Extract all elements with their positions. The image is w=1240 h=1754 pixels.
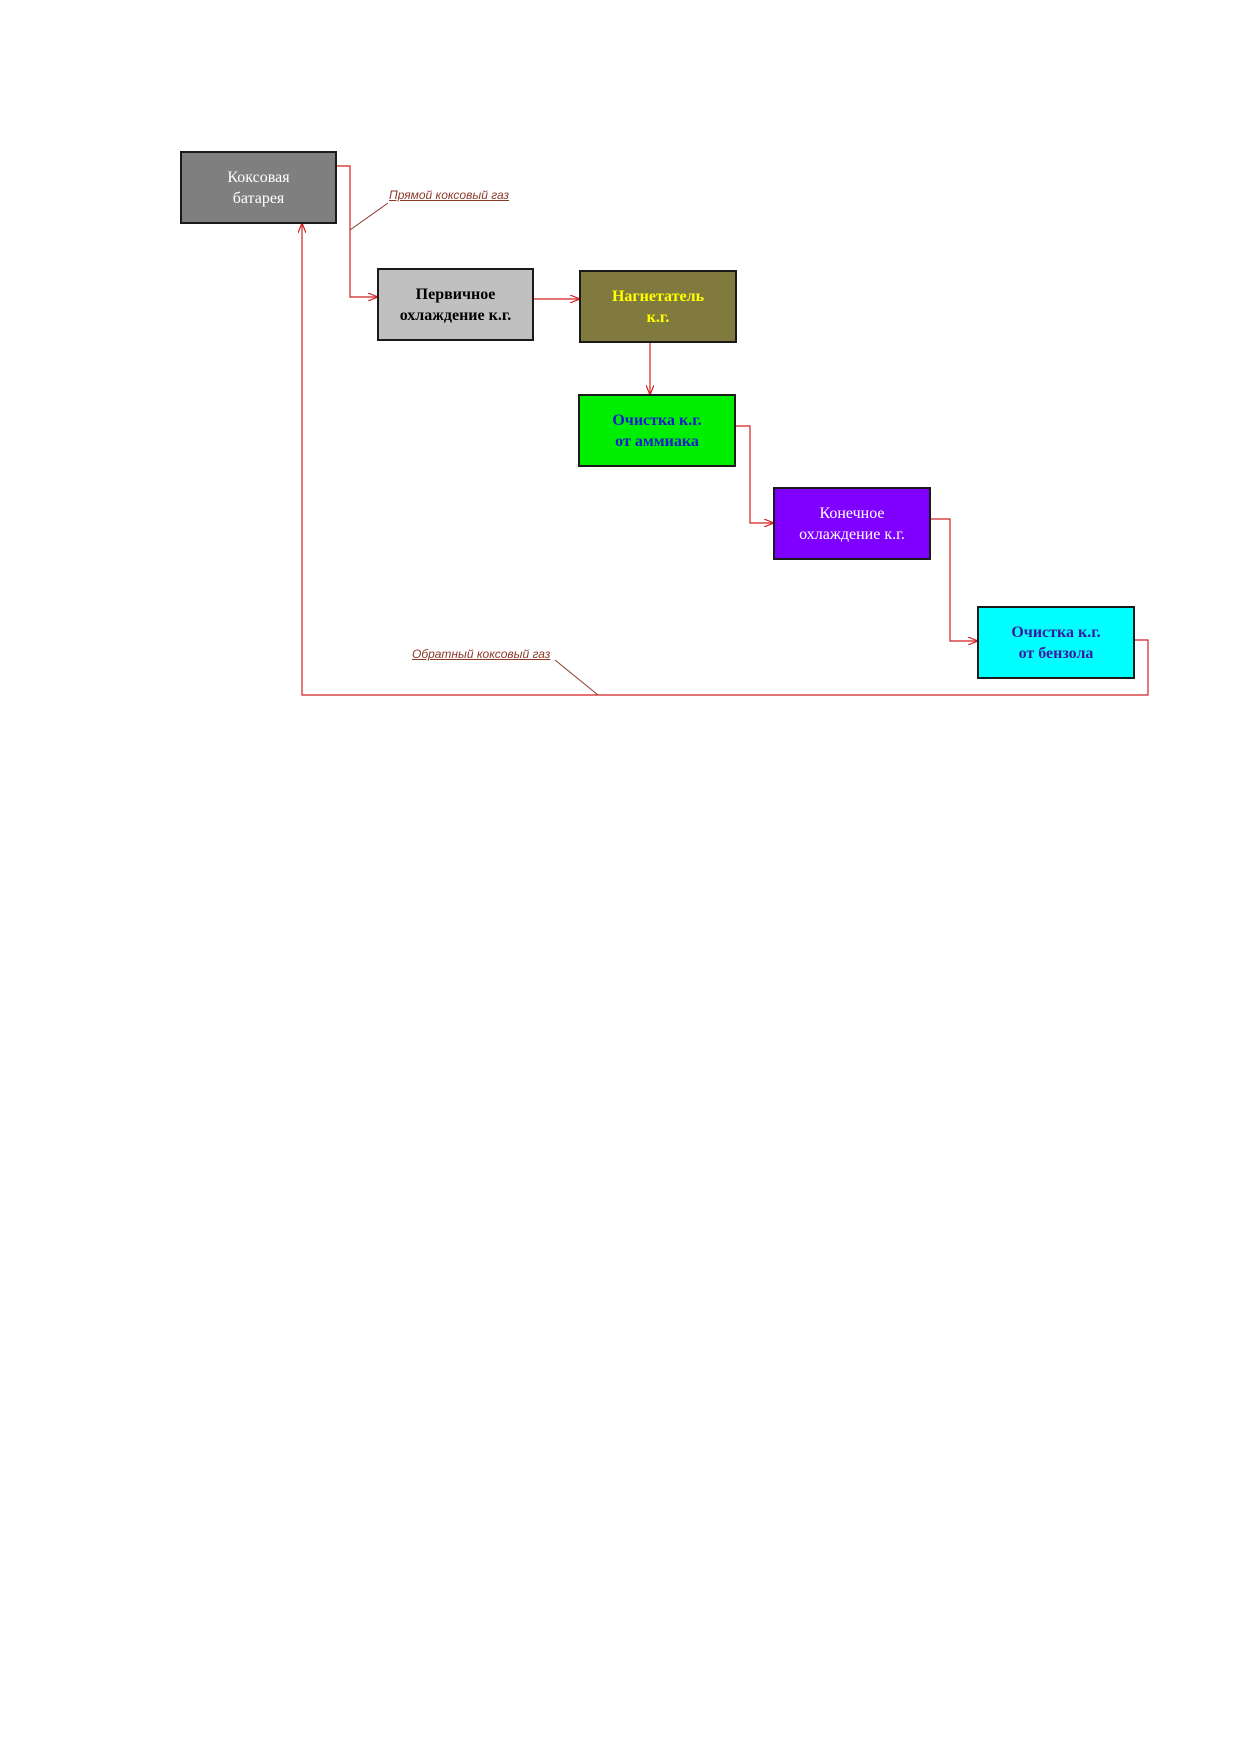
box-ammonia-cleaning: Очистка к.г. от аммиака xyxy=(578,394,736,467)
box-line: батарея xyxy=(232,189,285,207)
box-line: Очистка к.г. xyxy=(1011,623,1101,641)
connector-coke-to-primary xyxy=(337,165,377,297)
box-benzene-cleaning: Очистка к.г. от бензола xyxy=(977,606,1135,679)
box-line: Коксовая xyxy=(227,168,290,186)
box-final-cooling: Конечное охлаждение к.г. xyxy=(773,487,931,560)
leader-return-gas xyxy=(554,659,599,696)
box-coke-battery: Коксовая батарея xyxy=(180,151,337,224)
box-line: охлаждение к.г. xyxy=(799,525,905,543)
box-line: Первичное xyxy=(415,285,496,303)
box-line: охлаждение к.г. xyxy=(399,306,512,324)
label-return-coke-gas: Обратный коксовый газ xyxy=(412,647,551,661)
box-line: от бензола xyxy=(1018,644,1094,662)
connector-final-to-benzene xyxy=(931,518,977,641)
leader-direct-gas xyxy=(349,202,389,231)
box-line: от аммиака xyxy=(615,432,699,450)
connector-benzene-return-to-coke xyxy=(302,224,1149,696)
box-primary-cooling: Первичное охлаждение к.г. xyxy=(377,268,534,341)
box-line: Очистка к.г. xyxy=(612,411,702,429)
box-line: Конечное xyxy=(819,504,885,522)
box-blower: Нагнетатель к.г. xyxy=(579,270,737,343)
box-line: Нагнетатель xyxy=(611,287,705,305)
box-line: к.г. xyxy=(646,308,670,326)
connector-ammonia-to-final xyxy=(736,425,773,523)
label-direct-coke-gas: Прямой коксовый газ xyxy=(389,188,509,202)
